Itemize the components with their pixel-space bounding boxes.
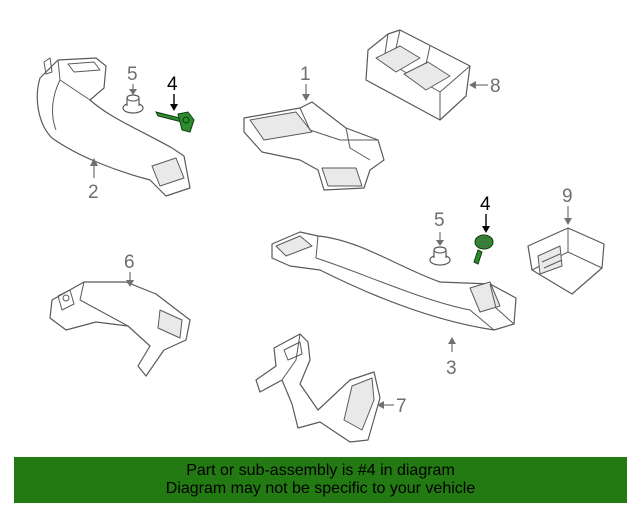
callout-8: 8	[469, 76, 501, 97]
callout-4-upper: 4	[167, 74, 178, 111]
callout-6: 6	[124, 252, 135, 287]
callout-5-upper-label: 5	[127, 64, 138, 85]
callout-5-upper: 5	[127, 64, 138, 95]
part-7-bracket[interactable]	[255, 333, 381, 443]
banner-line-2: Diagram may not be specific to your vehi…	[165, 480, 476, 497]
callout-6-label: 6	[124, 252, 135, 273]
callout-2: 2	[88, 158, 99, 203]
part-3-duct[interactable]	[271, 231, 517, 331]
callout-7: 7	[377, 396, 407, 417]
callout-3: 3	[446, 337, 457, 379]
callout-4-lower: 4	[480, 194, 491, 233]
part-1-duct[interactable]	[243, 101, 385, 191]
part-5-nut-upper[interactable]	[122, 94, 144, 114]
info-banner: Part or sub-assembly is #4 in diagram Di…	[14, 457, 627, 503]
parts-diagram: 2 5 4 1	[36, 29, 605, 443]
part-2-duct[interactable]	[36, 57, 191, 197]
callout-4-lower-label: 4	[480, 194, 491, 215]
callout-4-upper-label: 4	[167, 74, 178, 95]
callout-1-label: 1	[300, 64, 311, 85]
callout-7-label: 7	[396, 396, 407, 417]
part-9-vent[interactable]	[527, 227, 605, 295]
callout-8-label: 8	[490, 76, 501, 97]
callout-5-lower-label: 5	[434, 210, 445, 231]
part-5-nut-lower[interactable]	[429, 246, 451, 266]
callout-3-label: 3	[446, 358, 457, 379]
callout-9-label: 9	[562, 186, 573, 207]
callout-5-lower: 5	[434, 210, 445, 246]
part-8-vent[interactable]	[365, 29, 471, 121]
callout-9: 9	[562, 186, 573, 225]
banner-line-1: Part or sub-assembly is #4 in diagram	[186, 462, 455, 479]
part-4-clip-lower[interactable]	[473, 234, 494, 265]
callout-2-label: 2	[88, 182, 99, 203]
part-6-duct[interactable]	[49, 281, 191, 377]
part-4-clip-upper[interactable]	[155, 111, 195, 133]
callout-1: 1	[300, 64, 311, 101]
